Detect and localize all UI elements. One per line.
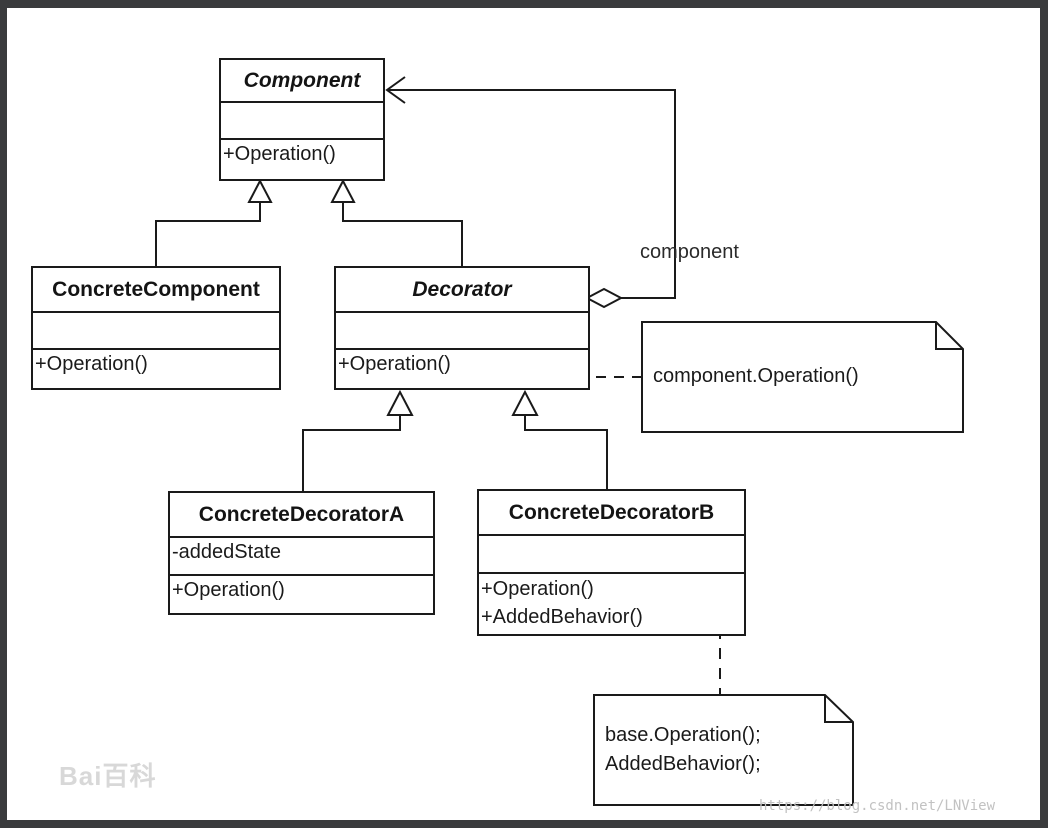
diagram-canvas: Component +Operation() ConcreteComponent…: [7, 8, 1040, 820]
class-name: ConcreteComponent: [33, 268, 279, 313]
class-decorator: Decorator +Operation(): [334, 266, 590, 390]
note-text: base.Operation();: [605, 724, 761, 746]
class-name: Component: [221, 60, 383, 103]
method: +Operation(): [172, 579, 285, 601]
note-decorator: component.Operation(): [641, 321, 965, 434]
note-text: component.Operation(): [653, 365, 859, 387]
inheritance-arrowhead: [386, 389, 414, 416]
methods-section: +Operation(): [221, 140, 383, 168]
inheritance-arrowhead: [511, 389, 539, 416]
inheritance-arrowhead: [330, 178, 356, 203]
class-concrete-decorator-b: ConcreteDecoratorB +Operation() +AddedBe…: [477, 489, 746, 636]
class-name: ConcreteDecoratorA: [170, 493, 433, 538]
aggregation-diamond: [584, 287, 624, 309]
generalization-decorator: [342, 202, 463, 266]
attributes-section: -addedState: [170, 538, 433, 576]
aggregation-line: [387, 89, 676, 299]
methods-section: +Operation() +AddedBehavior(): [479, 574, 744, 631]
class-concrete-decorator-a: ConcreteDecoratorA -addedState +Operatio…: [168, 491, 435, 615]
watermark-logo: Bai百科: [59, 761, 157, 791]
generalization-concrete-decorator-a: [302, 415, 401, 491]
methods-section: +Operation(): [33, 350, 279, 378]
attributes-section: [33, 313, 279, 350]
class-name: ConcreteDecoratorB: [479, 491, 744, 536]
method: +Operation(): [35, 353, 148, 375]
generalization-concrete-decorator-b: [524, 415, 608, 491]
method: +Operation(): [481, 578, 594, 600]
class-component: Component +Operation(): [219, 58, 385, 181]
method: +Operation(): [223, 143, 336, 165]
note-decorator-b: base.Operation(); AddedBehavior();: [593, 694, 855, 807]
connector-lines: [155, 76, 721, 696]
attributes-section: [479, 536, 744, 574]
method: +AddedBehavior(): [481, 606, 643, 628]
inheritance-arrowhead: [247, 178, 273, 203]
watermark-url: https://blog.csdn.net/LNView: [759, 798, 996, 814]
note-text: AddedBehavior();: [605, 753, 761, 775]
class-concrete-component: ConcreteComponent +Operation(): [31, 266, 281, 390]
method: +Operation(): [338, 353, 451, 375]
generalization-concrete-component: [155, 202, 261, 266]
attributes-section: [336, 313, 588, 350]
methods-section: +Operation(): [170, 576, 433, 604]
attribute: -addedState: [172, 541, 281, 563]
association-arrowhead: [385, 76, 406, 104]
methods-section: +Operation(): [336, 350, 588, 378]
class-name: Decorator: [336, 268, 588, 313]
association-label: component: [640, 241, 739, 263]
attributes-section: [221, 103, 383, 140]
